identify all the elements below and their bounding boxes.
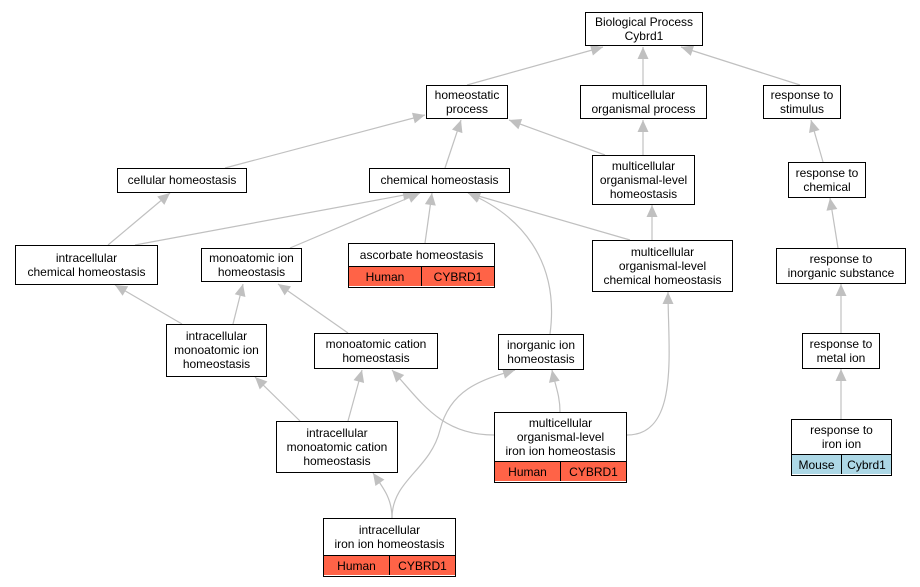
- term-label: cellular homeostasis: [127, 173, 237, 187]
- species-cell: Human: [349, 267, 421, 286]
- term-label: inorganic ion homeostasis: [506, 337, 576, 366]
- term-label: intracellular monoatomic cation homeosta…: [286, 425, 388, 468]
- edge-arrowhead: [646, 205, 658, 217]
- edge-arrowhead: [681, 45, 695, 56]
- term-label: response to iron ion: [810, 423, 873, 451]
- edge-multicellular-organismal-level-iron-ion-homeostasis-to-multicellular-organismal-level-chemical-homeostasis: [626, 291, 670, 436]
- edge-arrowhead: [637, 120, 649, 132]
- term-node-multicellular-organismal-level-chemical-homeostasis[interactable]: multicellular organismal-level chemical …: [592, 240, 733, 292]
- edge-arrowhead: [255, 377, 268, 390]
- edge-arrowhead: [589, 44, 603, 56]
- edge-arrowhead: [373, 473, 385, 486]
- term-label: multicellular organismal-level chemical …: [603, 244, 722, 287]
- term-label: multicellular organismal-level homeostas…: [599, 158, 688, 201]
- term-label: multicellular organismal-level iron ion …: [505, 416, 616, 458]
- term-label: ascorbate homeostasis: [359, 248, 484, 262]
- edge-arrowhead: [637, 47, 649, 59]
- gene-cell: CYBRD1: [421, 267, 494, 286]
- edge-inorganic-ion-homeostasis-to-chemical-homeostasis: [467, 192, 552, 335]
- term-node-root[interactable]: Biological Process Cybrd1: [585, 12, 703, 46]
- edge-arrowhead: [234, 284, 246, 297]
- gene-cell: CYBRD1: [560, 462, 626, 481]
- term-label: monoatomic cation homeostasis: [325, 336, 427, 365]
- term-node-response-to-inorganic-substance[interactable]: response to inorganic substance: [776, 248, 906, 284]
- edge-multicellular-organismal-level-chemical-homeostasis-to-chemical-homeostasis: [467, 192, 631, 241]
- term-node-cellular-homeostasis[interactable]: cellular homeostasis: [117, 168, 247, 193]
- term-label: chemical homeostasis: [380, 173, 499, 187]
- edge-arrowhead: [501, 368, 515, 379]
- edge-homeostatic-process-to-root: [466, 46, 604, 86]
- species-cell: Mouse: [792, 455, 841, 474]
- edge-arrowhead: [835, 369, 847, 381]
- edge-arrowhead: [809, 120, 820, 134]
- edge-monoatomic-ion-homeostasis-to-chemical-homeostasis: [289, 192, 421, 249]
- term-label: intracellular monoatomic ion homeostasis: [174, 329, 259, 371]
- edge-arrowhead: [835, 284, 847, 296]
- edge-arrowhead: [451, 120, 463, 134]
- term-label: response to chemical: [795, 165, 859, 194]
- edge-arrowhead: [411, 112, 425, 124]
- edge-intracellular-monoatomic-ion-homeostasis-to-intracellular-chemical-homeostasis: [114, 284, 183, 325]
- species-cell: Human: [495, 462, 560, 481]
- edge-arrowhead: [115, 285, 129, 296]
- term-label: homeostatic process: [434, 87, 500, 116]
- edge-arrowhead: [278, 284, 291, 296]
- term-label: multicellular organismal process: [591, 87, 696, 116]
- edge-arrowhead: [509, 118, 523, 130]
- term-node-response-to-stimulus[interactable]: response to stimulus: [763, 85, 841, 119]
- term-label: intracellular iron ion homeostasis: [334, 523, 445, 551]
- term-node-multicellular-organismal-level-homeostasis[interactable]: multicellular organismal-level homeostas…: [592, 155, 695, 205]
- term-label: monoatomic ion homeostasis: [209, 250, 294, 279]
- edge-intracellular-iron-ion-homeostasis-to-inorganic-ion-homeostasis: [391, 369, 516, 519]
- term-label: intracellular chemical homeostasis: [27, 250, 146, 279]
- term-node-chemical-homeostasis[interactable]: chemical homeostasis: [369, 168, 510, 193]
- edge-arrowhead: [548, 370, 560, 383]
- species-cell: Human: [324, 556, 389, 575]
- term-label: response to stimulus: [770, 87, 834, 116]
- term-node-intracellular-monoatomic-cation-homeostasis[interactable]: intracellular monoatomic cation homeosta…: [276, 421, 398, 473]
- term-node-intracellular-chemical-homeostasis[interactable]: intracellular chemical homeostasis: [15, 245, 158, 285]
- term-node-monoatomic-ion-homeostasis[interactable]: monoatomic ion homeostasis: [201, 248, 302, 282]
- edge-multicellular-organismal-level-iron-ion-homeostasis-to-monoatomic-cation-homeostasis: [391, 369, 495, 436]
- edge-cellular-homeostasis-to-homeostatic-process: [224, 114, 426, 169]
- term-node-homeostatic-process[interactable]: homeostatic process: [426, 85, 508, 119]
- term-label: response to inorganic substance: [787, 251, 895, 280]
- edge-arrowhead: [424, 193, 436, 206]
- gene-cell: Cybrd1: [841, 455, 891, 474]
- edge-response-to-stimulus-to-root: [680, 46, 801, 86]
- edge-arrowhead: [406, 192, 420, 203]
- edge-arrowhead: [662, 292, 674, 304]
- term-node-multicellular-organismal-level-iron-ion-homeostasis[interactable]: multicellular organismal-level iron ion …: [494, 412, 627, 483]
- term-node-inorganic-ion-homeostasis[interactable]: inorganic ion homeostasis: [498, 334, 584, 370]
- gene-cell: CYBRD1: [389, 556, 455, 575]
- edge-arrowhead: [392, 370, 405, 383]
- edge-arrowhead: [468, 191, 482, 202]
- edge-arrowhead: [157, 193, 170, 205]
- edge-monoatomic-cation-homeostasis-to-monoatomic-ion-homeostasis: [277, 283, 349, 334]
- term-label: response to metal ion: [809, 336, 873, 365]
- term-label: Biological Process Cybrd1: [594, 14, 694, 43]
- edge-arrowhead: [353, 370, 365, 384]
- edge-multicellular-organismal-level-homeostasis-to-homeostatic-process: [508, 119, 606, 156]
- edge-arrowhead: [826, 198, 838, 211]
- term-node-response-to-chemical[interactable]: response to chemical: [788, 162, 866, 198]
- term-node-monoatomic-cation-homeostasis[interactable]: monoatomic cation homeostasis: [314, 333, 438, 369]
- term-node-response-to-metal-ion[interactable]: response to metal ion: [802, 333, 880, 369]
- edge-intracellular-chemical-homeostasis-to-chemical-homeostasis: [134, 192, 416, 246]
- term-node-intracellular-monoatomic-ion-homeostasis[interactable]: intracellular monoatomic ion homeostasis: [166, 324, 267, 377]
- edge-intracellular-chemical-homeostasis-to-cellular-homeostasis: [107, 192, 171, 246]
- term-node-multicellular-organismal-process[interactable]: multicellular organismal process: [580, 85, 707, 119]
